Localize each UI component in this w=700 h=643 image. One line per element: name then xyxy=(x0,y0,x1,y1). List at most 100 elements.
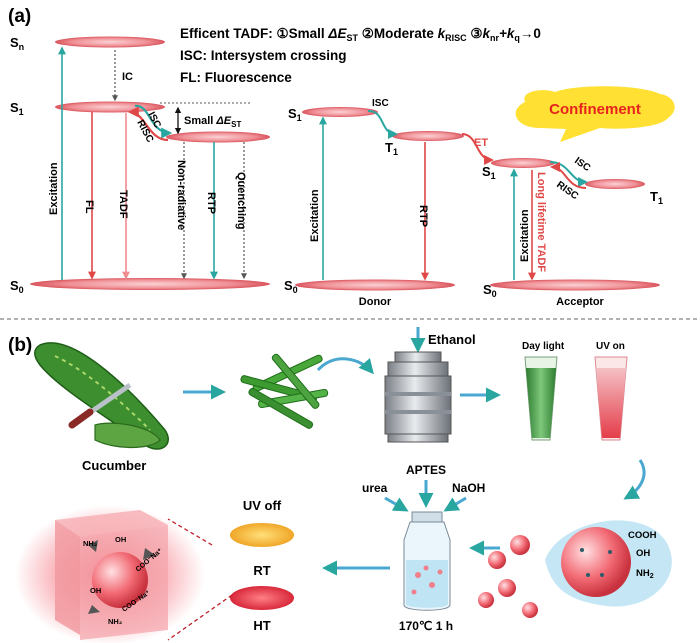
label-long-tadf: Long lifetime TADF xyxy=(535,172,547,272)
label-s0-left: S0 xyxy=(10,278,24,295)
label-temp: 170℃ 1 h xyxy=(399,619,453,633)
panel-b-label: (b) xyxy=(8,335,32,356)
header-moderate: Moderate xyxy=(374,26,438,41)
label-cube-nh2b: NH₂ xyxy=(108,617,122,626)
label-urea: urea xyxy=(362,481,388,495)
label-t1-donor: T1 xyxy=(385,140,398,157)
label-excitation-acceptor: Excitation xyxy=(519,209,531,262)
header-delta-e: ΔE xyxy=(327,26,347,41)
label-rt: RT xyxy=(253,563,270,578)
red-powder-icon xyxy=(230,586,294,610)
label-risc-acceptor: RISC xyxy=(554,179,580,202)
label-isc-acceptor: ISC xyxy=(572,155,592,174)
left-jablonski: Sn S1 S0 IC Small ΔEST ISC RISC Excitati… xyxy=(10,35,270,295)
header-knr-k: k xyxy=(483,26,492,41)
header-risc: RISC xyxy=(445,33,467,43)
urea-arrow xyxy=(384,496,409,512)
label-quenching: Quenching xyxy=(235,172,247,229)
label-t1-acceptor: T1 xyxy=(650,189,663,206)
label-naoh: NaOH xyxy=(452,481,485,495)
label-s1-donor: S1 xyxy=(288,106,302,123)
label-uv-on: UV on xyxy=(596,341,625,352)
label-ic: IC xyxy=(122,71,133,83)
header-q: q xyxy=(514,33,520,43)
level-t1-left xyxy=(166,131,270,143)
label-donor: Donor xyxy=(359,296,392,308)
cucumber-icon xyxy=(34,342,169,450)
level-t1-acceptor xyxy=(585,179,645,189)
level-t1-donor xyxy=(392,131,464,141)
level-s0-left xyxy=(30,278,270,290)
label-acceptor: Acceptor xyxy=(556,296,604,308)
label-cube-nh2a: NH₂ xyxy=(83,539,97,548)
level-s0-donor xyxy=(295,279,455,291)
header-nr: nr xyxy=(490,33,499,43)
label-small-delta-est: Small ΔEST xyxy=(184,115,241,129)
level-s0-acceptor xyxy=(490,279,660,291)
cucumber-sticks-icon xyxy=(240,353,329,429)
header-small: Small xyxy=(289,26,329,41)
header-c1: ① xyxy=(277,26,289,41)
label-s1-acceptor: S1 xyxy=(482,164,496,181)
header-plus-k: +k xyxy=(499,26,516,41)
label-cube-oha: OH xyxy=(115,535,126,544)
label-cucumber: Cucumber xyxy=(82,458,146,473)
et-curve xyxy=(461,133,494,165)
level-s1-acceptor xyxy=(491,158,555,168)
vial-icon xyxy=(403,511,451,611)
confinement-bubble xyxy=(515,86,675,142)
label-rtp-left: RTP xyxy=(205,192,217,214)
naoh-arrow xyxy=(443,496,467,512)
isc-curve-donor xyxy=(367,109,398,139)
label-excitation-donor: Excitation xyxy=(309,189,321,242)
label-fl: FL xyxy=(83,200,95,214)
header-st: ST xyxy=(346,33,358,43)
label-rtp-donor: RTP xyxy=(417,205,429,227)
risc-curve-left xyxy=(127,106,169,142)
header-prefix: Efficent TADF: xyxy=(180,26,277,41)
label-ethanol: Ethanol xyxy=(428,332,476,347)
header-line-1: Efficent TADF: ①Small ΔEST ②Moderate kRI… xyxy=(180,26,541,43)
label-sn: Sn xyxy=(10,35,24,52)
risc-curve-acceptor xyxy=(550,162,587,189)
label-cooh: COOH xyxy=(628,530,657,541)
donor-diagram: S1 T1 S0 ISC Excitation RTP Donor ET xyxy=(284,98,494,308)
connector-top xyxy=(167,518,213,546)
label-ht: HT xyxy=(253,618,270,633)
label-confinement: Confinement xyxy=(549,101,641,118)
level-s1-left xyxy=(55,101,165,113)
carbon-dots-icon xyxy=(478,520,672,618)
header-c2: ② xyxy=(358,26,374,41)
label-s1-left: S1 xyxy=(10,100,24,117)
autoclave-icon xyxy=(384,351,452,443)
label-day-light: Day light xyxy=(522,341,565,352)
label-excitation-left: Excitation xyxy=(48,162,60,215)
label-aptes: APTES xyxy=(406,463,446,477)
label-s0-acceptor: S0 xyxy=(483,282,497,299)
connector-bottom xyxy=(167,594,233,641)
label-cube-oh2: OH xyxy=(90,586,101,595)
tube-day-light xyxy=(524,356,558,441)
isc-curve-left xyxy=(134,104,173,139)
label-et: ET xyxy=(474,137,488,149)
label-tadf: TADF xyxy=(117,190,129,219)
label-oh: OH xyxy=(636,548,650,559)
level-sn xyxy=(55,36,165,48)
header-arrow0: →0 xyxy=(520,26,541,41)
label-s0-donor: S0 xyxy=(284,278,298,295)
arrow-to-particles xyxy=(623,459,646,500)
label-uv-off: UV off xyxy=(243,498,282,513)
header-line-3: FL: Fluorescence xyxy=(180,70,292,85)
arrow-to-autoclave xyxy=(316,357,374,375)
acceptor-diagram: Confinement S1 T1 S0 ISC RISC Excitation… xyxy=(482,86,675,308)
yellow-powder-icon xyxy=(230,523,294,547)
panel-a-label: (a) xyxy=(8,6,31,27)
header-k: k xyxy=(438,26,447,41)
label-isc-donor: ISC xyxy=(372,98,389,109)
label-nh2: NH2 xyxy=(636,568,654,580)
matrix-cube-icon xyxy=(15,505,205,643)
header-line-2: ISC: Intersystem crossing xyxy=(180,48,347,63)
header-c3: ③ xyxy=(467,26,483,41)
label-nonrad: Non-radiative xyxy=(175,160,187,230)
